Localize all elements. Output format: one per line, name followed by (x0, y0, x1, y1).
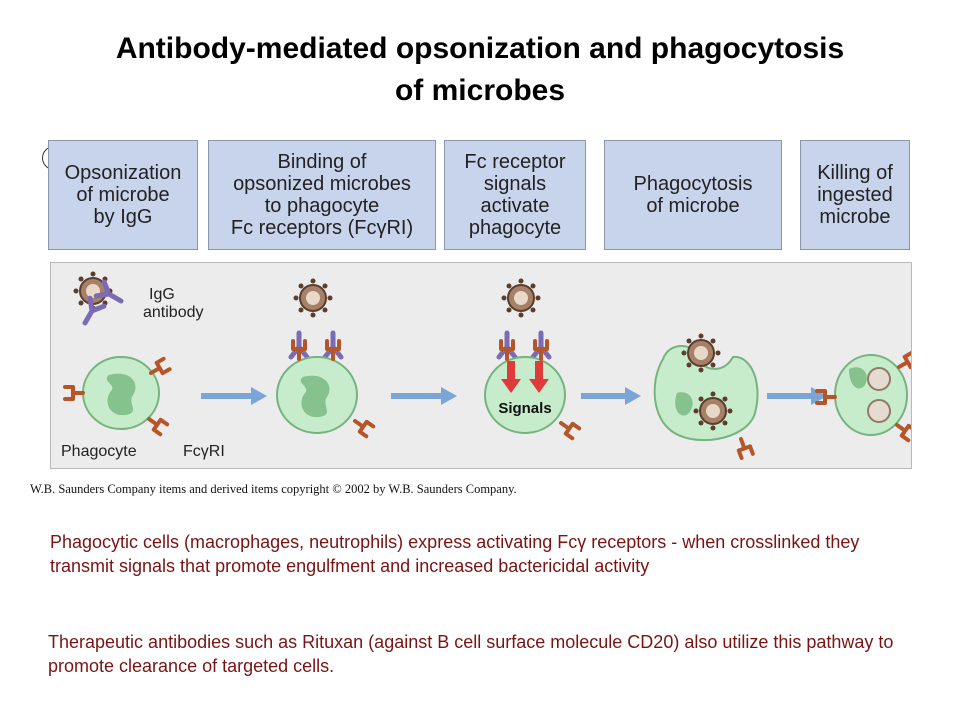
page-title: Antibody-mediated opsonization and phago… (0, 28, 960, 112)
microbe-icon (292, 277, 334, 319)
step-box-opsonization: Opsonization of microbe by IgG (48, 140, 198, 250)
phagocyte-label: Phagocyte (61, 443, 137, 460)
process-panel: IgG antibody Phagocyte FcγRI (50, 262, 920, 469)
process-arrow-2 (391, 387, 457, 405)
title-line-1: Antibody-mediated opsonization and phago… (115, 32, 845, 65)
step-box-binding: Binding of opsonized microbes to phagocy… (208, 140, 436, 250)
process-arrow-1 (201, 387, 267, 405)
fcgri-label: FcγRI (183, 443, 225, 460)
signals-label: Signals (498, 400, 551, 417)
microbe-icon (500, 277, 542, 319)
stage-2-binding (276, 277, 376, 439)
process-arrow-3 (581, 387, 641, 405)
signal-arrow-right (529, 361, 549, 393)
stage-3-signals: Signals (484, 277, 582, 441)
paragraph-therapeutic-antibodies: Therapeutic antibodies such as Rituxan (… (48, 632, 894, 676)
step-box-killing: Killing of ingested microbe (800, 140, 910, 250)
copyright-note: W.B. Saunders Company items and derived … (30, 482, 517, 496)
stage-4-phagocytosis (653, 332, 759, 460)
opsonization-figure: A Opsonization of microbe by IgG Binding… (30, 132, 935, 500)
stage-1-opsonization: IgG antibody Phagocyte FcγRI (61, 270, 225, 460)
process-arrow-4 (767, 387, 827, 405)
paragraph-phagocytic-cells: Phagocytic cells (macrophages, neutrophi… (50, 532, 860, 576)
phagocyte-cell (834, 354, 908, 436)
step-box-phagocytosis: Phagocytosis of microbe (604, 140, 782, 250)
stage-5-killing (815, 350, 920, 443)
ingested-microbe-icon (692, 390, 734, 432)
title-line-2: of microbes (394, 74, 566, 107)
signal-arrow-left (501, 361, 521, 393)
step-box-signals: Fc receptor signals activate phagocyte (444, 140, 586, 250)
phagocyte-cell (484, 356, 566, 434)
igg-label: IgG (149, 286, 175, 303)
process-illustration: IgG antibody Phagocyte FcγRI (61, 270, 920, 460)
antibody-label: antibody (143, 304, 204, 321)
microbe-icon (680, 332, 722, 374)
